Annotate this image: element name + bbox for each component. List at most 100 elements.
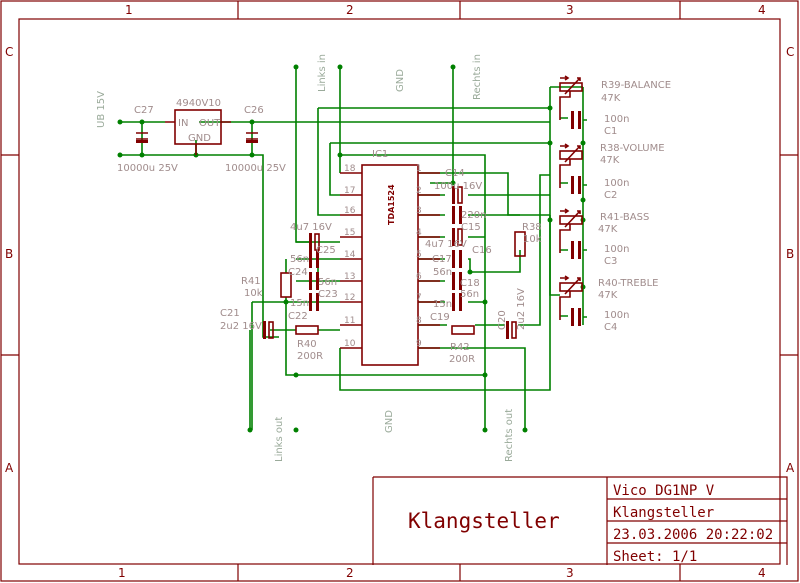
ic-pin-number: 2 — [416, 186, 422, 196]
net-gnd: GND — [384, 410, 395, 433]
ic-pin-number: 4 — [416, 228, 422, 238]
capacitor — [452, 293, 462, 311]
ic-pin-number: 13 — [344, 272, 355, 282]
potentiometer — [559, 143, 583, 188]
potentiometer — [559, 208, 583, 253]
row-label: B — [5, 247, 13, 261]
part-value: 220n — [461, 210, 486, 221]
part-label: R39-BALANCE — [601, 80, 671, 91]
part-label: R38 — [522, 222, 542, 233]
part-label: C17 — [432, 254, 452, 265]
part-label: C25 — [316, 245, 336, 256]
part-value: 10k — [244, 288, 263, 299]
capacitor — [571, 241, 581, 259]
ic-pin-number: 10 — [344, 339, 356, 349]
capacitor — [452, 272, 462, 290]
part-label: C15 — [461, 222, 481, 233]
net-links-out: Links out — [274, 417, 285, 462]
part-value: 56n — [433, 267, 452, 278]
part-label: C21 — [220, 308, 240, 319]
capacitor — [452, 250, 462, 268]
column-label: 3 — [566, 3, 574, 17]
part-value: 56n — [318, 277, 337, 288]
part-label: C16 — [472, 245, 492, 256]
part-value: 10k — [523, 234, 542, 245]
part-label: C2 — [604, 190, 617, 201]
column-label: 2 — [346, 3, 354, 17]
part-value: 100n — [604, 178, 629, 189]
capacitor — [571, 308, 581, 326]
ic-pin-number: 16 — [344, 206, 356, 216]
ic-pin-number: 7 — [416, 293, 422, 303]
part-value: 15n — [290, 298, 309, 309]
ic-pin-number: 6 — [416, 272, 422, 282]
ic-pin-number: 18 — [344, 164, 356, 174]
part-label: C27 — [134, 105, 154, 116]
ic-pin-number: 1 — [416, 164, 422, 174]
part-label: C1 — [604, 126, 617, 137]
junctions — [117, 64, 586, 433]
row-label: C — [5, 45, 13, 59]
net-links-in: Links in — [317, 54, 328, 92]
part-value: 47K — [598, 290, 618, 301]
net-rechts-in: Rechts in — [472, 54, 483, 100]
part-label: C26 — [244, 105, 264, 116]
part-value: 4u7 16V — [425, 239, 467, 250]
electrolytic-capacitor — [506, 321, 517, 339]
part-label: R42 — [450, 342, 470, 353]
wires — [120, 67, 587, 430]
part-label: C23 — [318, 289, 338, 300]
column-label: 3 — [566, 566, 574, 580]
part-label: R40 — [297, 339, 317, 350]
ic-type: TDA1524 — [387, 184, 396, 225]
row-label: A — [5, 461, 14, 475]
column-label: 1 — [125, 3, 133, 17]
capacitor — [309, 272, 319, 290]
part-label: C22 — [288, 311, 308, 322]
part-label: R40-TREBLE — [598, 278, 659, 289]
capacitor — [571, 111, 581, 129]
capacitor — [309, 250, 319, 268]
ic-pin-number: 12 — [344, 293, 355, 303]
sheet-text: Sheet: 1/1 — [613, 549, 697, 565]
part-labels: C27 10000u 25V C26 10000u 25V 4u7 16V C2… — [117, 80, 671, 365]
net-gnd: GND — [395, 69, 406, 92]
part-label: R41 — [241, 276, 261, 287]
column-label: 2 — [346, 566, 354, 580]
voltage-regulator: 4940V10 IN OUT GND — [165, 98, 231, 155]
part-value: 4u7 16V — [290, 222, 332, 233]
ic-pin-number: 14 — [344, 250, 356, 260]
column-label: 4 — [758, 3, 766, 17]
part-value: 100n — [604, 310, 629, 321]
ic-pin-number: 5 — [416, 250, 422, 260]
part-value: 200R — [297, 351, 323, 362]
row-label: A — [786, 461, 795, 475]
part-label: C14 — [445, 168, 465, 179]
ic-pin-number: 9 — [416, 339, 422, 349]
column-label: 1 — [118, 566, 126, 580]
part-value: 56n — [290, 254, 309, 265]
part-value: 47K — [601, 93, 621, 104]
row-label: C — [786, 45, 794, 59]
capacitor — [309, 293, 319, 311]
electrolytic-capacitor — [263, 321, 274, 339]
net-labels: UB 15V Links in GND Rechts in Links out … — [96, 54, 515, 462]
potentiometer — [559, 75, 583, 120]
author-text: Vico DG1NP V — [613, 483, 715, 499]
ic-pin-number: 17 — [344, 186, 355, 196]
electrolytic-capacitor — [452, 186, 463, 204]
part-label: C19 — [430, 312, 450, 323]
ic-pin-number: 11 — [344, 316, 355, 326]
part-value: 47K — [598, 224, 618, 235]
ic-ref: IC1 — [372, 149, 388, 160]
row-label: B — [786, 247, 794, 261]
potentiometer — [559, 275, 583, 320]
part-value: 2u2 16V — [220, 321, 262, 332]
regulator-pin-out: OUT — [199, 118, 221, 129]
part-value: 100n — [604, 244, 629, 255]
part-value: 2u2 16V — [516, 288, 527, 330]
ic-pin-number: 8 — [416, 316, 422, 326]
capacitor — [571, 176, 581, 194]
part-label: C20 — [497, 310, 508, 330]
